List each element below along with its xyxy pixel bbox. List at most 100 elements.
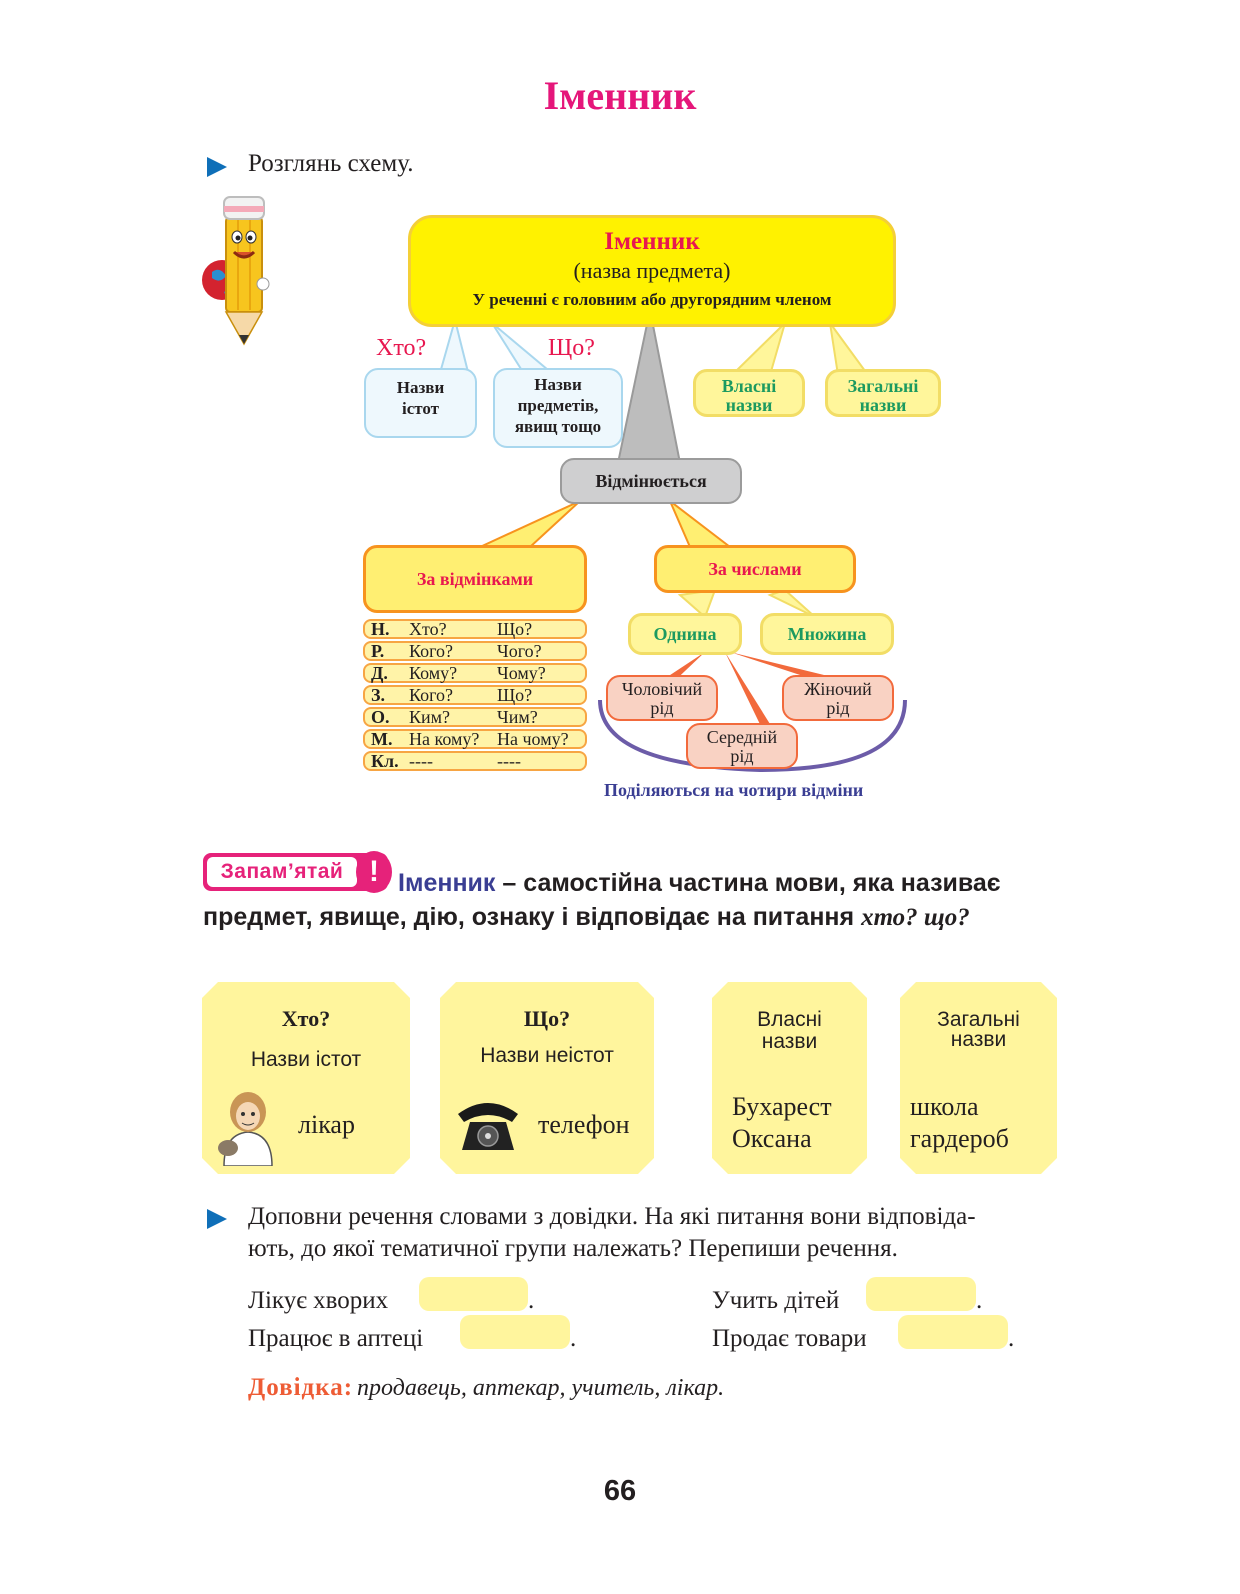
feminine-box: Жіночий рід (782, 675, 894, 721)
case-row: Н.Хто?Що? (363, 619, 587, 639)
feminine-line2: рід (826, 698, 850, 718)
case-what-question: Чого? (497, 641, 542, 661)
by-numbers-box: За числами (654, 545, 856, 593)
feminine-line1: Жіночий (804, 679, 872, 699)
card-common-word1: школа (910, 1092, 979, 1121)
sentence-4: Продає товари (712, 1325, 867, 1352)
proper-names-box: Власні назви (693, 369, 805, 417)
common-line2: назви (859, 395, 907, 415)
sentence-2: Працює в аптеці (248, 1325, 424, 1352)
case-what-question: На чому? (497, 729, 569, 749)
case-row: Д. Кому? Чому? (363, 663, 587, 683)
case-what-question: ---- (497, 751, 521, 771)
card-proper-label1: Власні (757, 1008, 822, 1031)
proper-line1: Власні (721, 376, 777, 396)
answer-blank-3[interactable] (866, 1277, 976, 1311)
card-common: Загальні назви школа гардероб (900, 982, 1057, 1174)
objects-names-line3: явищ тощо (514, 417, 602, 436)
card-what-subtitle: Назви неістот (480, 1044, 614, 1067)
case-abbr: Кл. (371, 751, 399, 771)
card-what: Що? Назви неістот телефон (440, 982, 654, 1174)
memo-line2-text: предмет, явище, дію, ознаку і відповідає… (203, 903, 862, 931)
card-what-word: телефон (538, 1110, 630, 1139)
case-abbr: З. (371, 685, 386, 705)
case-row: М. На кому? На чому? (363, 729, 587, 749)
by-cases-box: За відмінками (363, 545, 587, 613)
card-proper-label2: назви (761, 1030, 818, 1053)
case-who-question: На кому? (409, 729, 480, 749)
memo-line2: предмет, явище, дію, ознаку і відповідає… (203, 900, 970, 935)
exercise-instruction-line2: ють, до якої тематичної групи належать? … (248, 1235, 898, 1262)
card-proper: Власні назви Бухарест Оксана (712, 982, 867, 1174)
case-abbr: О. (371, 707, 390, 727)
exercise-instruction-line1: Доповни речення словами з довідки. На як… (248, 1203, 976, 1230)
objects-names-line1: Назви (534, 375, 582, 394)
common-names-box: Загальні назви (825, 369, 941, 417)
case-who-question: Кому? (409, 663, 458, 683)
animate-names-box: Назви істот (364, 368, 477, 438)
neuter-line2: рід (730, 746, 754, 766)
card-common-label2: назви (950, 1028, 1007, 1051)
doctor-icon (212, 1086, 284, 1166)
card-who: Хто? Назви істот лікар (202, 982, 410, 1174)
four-declensions-label: Поділяються на чотири відміни (604, 780, 864, 800)
objects-names-box: Назви предметів, явищ тощо (493, 368, 623, 448)
case-what-question: Що? (497, 685, 533, 705)
sentence-3: Учить дітей (712, 1287, 840, 1314)
triangle-bullet-icon (207, 1209, 227, 1229)
case-abbr: Д. (371, 663, 388, 683)
reference-words: продавець, аптекар, учитель, лікар. (357, 1375, 725, 1401)
answer-blank-2[interactable] (460, 1315, 570, 1349)
cases-table: Н.Хто?Що?Р.Кого?Чого?Д.Кому?Чому?З.Кого?… (363, 619, 587, 779)
masculine-box: Чоловічий рід (606, 675, 718, 721)
memo-line2-italic: хто? що? (861, 904, 970, 931)
page-number: 66 (603, 1475, 637, 1507)
noun-scheme-diagram: Іменник (назва предмета) У реченні є гол… (360, 205, 950, 815)
card-proper-word1: Бухарест (732, 1092, 832, 1121)
pencil-mascot-icon (202, 196, 270, 346)
case-abbr: Р. (371, 641, 385, 661)
neuter-line1: Середній (706, 727, 778, 747)
memo-term: Іменник (398, 869, 496, 897)
sentence-1: Лікує хворих (248, 1287, 389, 1314)
question-what: Що? (548, 335, 595, 361)
common-line1: Загальні (847, 376, 919, 396)
sentence-1-dot: . (528, 1287, 535, 1314)
neuter-box: Середній рід (686, 723, 798, 769)
case-row: О.Ким?Чим? (363, 707, 587, 727)
answer-blank-1[interactable] (419, 1277, 528, 1311)
answer-blank-4[interactable] (898, 1315, 1008, 1349)
declines-box: Відмінюється (560, 458, 742, 504)
remember-badge-label: Запам’ятай (207, 857, 357, 887)
case-row: Р.Кого?Чого? (363, 641, 587, 661)
card-who-question: Хто? (281, 1006, 331, 1031)
case-who-question: Ким? (409, 707, 451, 727)
telephone-icon (452, 1098, 524, 1154)
reference-line: Довідка: продавець, аптекар, учитель, лі… (248, 1374, 724, 1402)
card-what-question: Що? (523, 1006, 571, 1031)
sentence-3-dot: . (976, 1287, 983, 1314)
case-who-question: ---- (409, 751, 433, 771)
masculine-line1: Чоловічий (621, 679, 703, 699)
sentence-2-dot: . (570, 1325, 577, 1352)
question-who: Хто? (376, 335, 427, 361)
animate-names-line1: Назви (396, 378, 445, 397)
exclamation-icon: ! (356, 851, 392, 893)
animate-names-line2: істот (401, 399, 440, 418)
objects-names-line2: предметів, (517, 396, 599, 415)
noun-main-box: Іменник (назва предмета) У реченні є гол… (408, 215, 896, 327)
card-proper-word2: Оксана (732, 1124, 812, 1153)
case-what-question: Що? (497, 619, 533, 639)
main-box-subtitle: (назва предмета) (573, 258, 731, 283)
case-who-question: Кого? (409, 685, 454, 705)
memo-line1-rest: – самостійна частина мови, яка називає (495, 869, 1001, 897)
case-who-question: Хто? (409, 619, 447, 639)
singular-box: Однина (628, 613, 742, 655)
case-row: З. Кого? Що? (363, 685, 587, 705)
case-abbr: М. (371, 729, 393, 749)
case-what-question: Чому? (497, 663, 546, 683)
scheme-connectors (436, 309, 907, 773)
card-common-label1: Загальні (937, 1008, 1020, 1031)
memo-line1: Іменник – самостійна частина мови, яка н… (398, 866, 1001, 900)
instruction-text: Розглянь схему. (248, 150, 414, 177)
